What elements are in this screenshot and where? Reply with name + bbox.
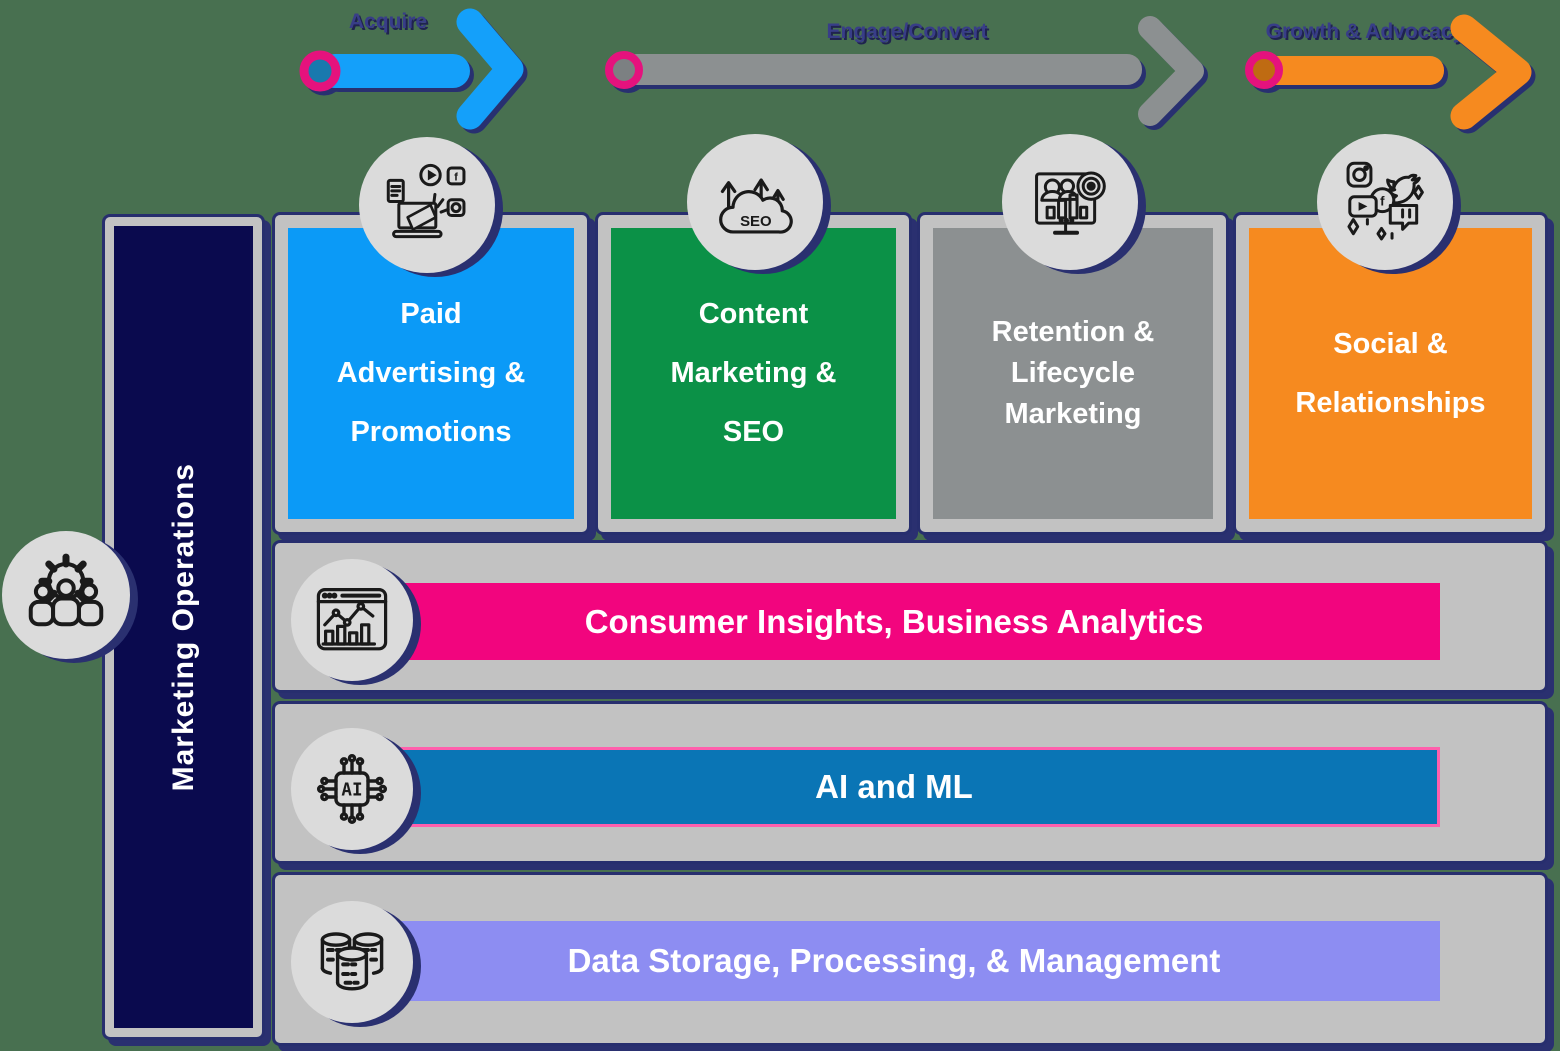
digital-advertising-icon: f bbox=[359, 137, 495, 273]
engage-convert-arrow-icon bbox=[605, 16, 1204, 126]
content-marketing-seo-label: Content Marketing & SEO bbox=[611, 228, 896, 519]
seo-cloud-icon: SEO bbox=[687, 134, 823, 270]
seo-icon-text: SEO bbox=[740, 213, 772, 230]
funnel-label-growth-advocacy: Growth & Advocacy bbox=[1265, 20, 1465, 43]
team-gear-icon bbox=[2, 531, 130, 659]
acquire-arrow-icon bbox=[299, 8, 524, 130]
ai-ml-label: AI and ML bbox=[348, 747, 1440, 827]
paid-advertising-label: Paid Advertising & Promotions bbox=[288, 228, 574, 519]
data-storage-label: Data Storage, Processing, & Management bbox=[348, 921, 1440, 1001]
funnel-label-acquire: Acquire bbox=[348, 10, 428, 33]
social-media-icon: f bbox=[1317, 134, 1453, 270]
retention-lifecycle-label: Retention & Lifecycle Marketing bbox=[933, 228, 1213, 519]
svg-text:f: f bbox=[454, 171, 458, 183]
marketing-operations-inner: Marketing Operations bbox=[114, 226, 253, 1028]
marketing-operations-label: Marketing Operations bbox=[166, 462, 200, 792]
ai-chip-icon: AI bbox=[291, 728, 413, 850]
funnel-label-engage-convert: Engage/Convert bbox=[826, 20, 988, 43]
growth-advocacy-arrow-icon bbox=[1245, 14, 1532, 130]
platform-row-data-storage: Data Storage, Processing, & Management bbox=[272, 872, 1548, 1046]
marketing-operations-panel: Marketing Operations bbox=[102, 214, 265, 1040]
ai-icon-text: AI bbox=[341, 780, 362, 800]
svg-text:f: f bbox=[1380, 194, 1385, 209]
channel-box-social-relationships: Social & Relationships bbox=[1233, 212, 1548, 535]
platform-row-consumer-insights: Consumer Insights, Business Analytics bbox=[272, 540, 1548, 693]
audience-target-icon bbox=[1002, 134, 1138, 270]
platform-row-ai-ml: AI and ML AI bbox=[272, 701, 1548, 864]
consumer-insights-label: Consumer Insights, Business Analytics bbox=[348, 583, 1440, 660]
channel-box-paid-advertising: Paid Advertising & Promotions bbox=[272, 212, 590, 535]
analytics-dashboard-icon bbox=[291, 559, 413, 681]
database-icon bbox=[291, 901, 413, 1023]
social-relationships-label: Social & Relationships bbox=[1249, 228, 1532, 519]
